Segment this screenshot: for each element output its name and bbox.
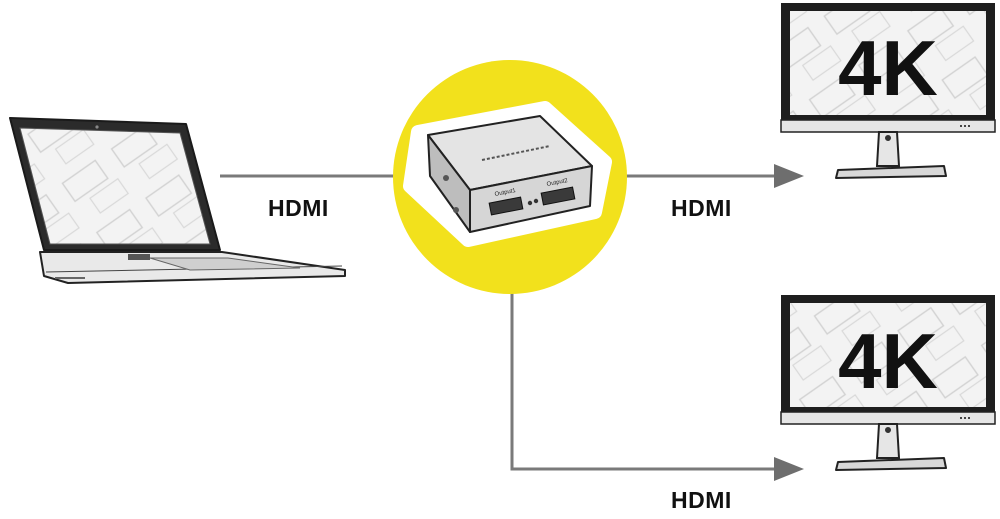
hdmi-splitter-icon: Output1 Output2 — [403, 101, 612, 247]
arrowhead-top — [774, 164, 804, 188]
connection-lines — [220, 164, 804, 481]
monitor-bottom-icon: 4K — [780, 295, 996, 471]
splitter-monitor-bottom-line — [510, 290, 780, 471]
arrowhead-bottom — [774, 457, 804, 481]
monitor-top-text: 4K — [838, 24, 938, 112]
monitor-top-icon: 4K — [780, 3, 996, 179]
hdmi-label-output-top: HDMI — [671, 195, 732, 221]
output1-label: Output1 — [494, 188, 517, 198]
hdmi-label-output-bottom: HDMI — [671, 487, 732, 513]
output2-label: Output2 — [546, 178, 569, 188]
monitor-bottom-text: 4K — [838, 317, 938, 405]
laptop-icon — [9, 117, 346, 284]
hdmi-label-input: HDMI — [268, 195, 329, 221]
